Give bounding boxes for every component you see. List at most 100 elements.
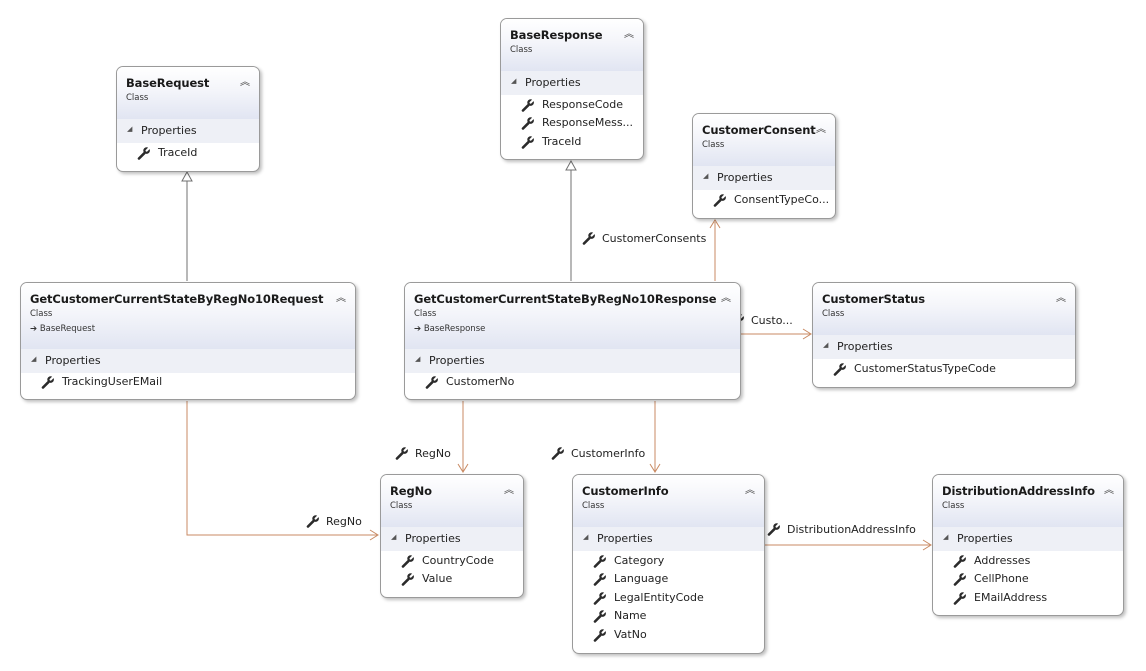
class-stereotype: Class [510, 45, 533, 55]
properties-section-header[interactable]: ◢ Properties [933, 527, 1123, 551]
expand-triangle-icon[interactable]: ◢ [511, 77, 517, 85]
property-row[interactable]: TraceId [117, 145, 259, 164]
property-row[interactable]: EMailAddress [933, 590, 1123, 609]
class-header: CustomerInfo Class ︽ [573, 475, 764, 527]
wrench-icon [395, 446, 409, 460]
class-stereotype: Class [414, 309, 437, 319]
expand-triangle-icon[interactable]: ◢ [31, 355, 37, 363]
properties-section-header[interactable]: ◢ Properties [117, 119, 259, 143]
class-box-base-response[interactable]: BaseResponse Class ︽ ◢ Properties Respon… [500, 18, 644, 160]
property-row[interactable]: Language [573, 571, 764, 590]
properties-section-header[interactable]: ◢ Properties [405, 349, 740, 373]
wrench-icon [582, 231, 596, 245]
properties-section-label: Properties [837, 340, 893, 353]
property-name: CountryCode [422, 554, 494, 567]
property-name: Value [422, 572, 453, 585]
wrench-icon [401, 554, 415, 568]
property-row[interactable]: CountryCode [381, 553, 523, 572]
properties-section-label: Properties [597, 532, 653, 545]
properties-section-header[interactable]: ◢ Properties [501, 71, 643, 95]
association-label-distribution-address-info: DistributionAddressInfo [767, 522, 916, 536]
wrench-icon [767, 522, 781, 536]
property-row[interactable]: ConsentTypeCo... [693, 192, 835, 211]
property-row[interactable]: Addresses [933, 553, 1123, 572]
properties-section-label: Properties [405, 532, 461, 545]
class-box-customer-consent[interactable]: CustomerConsent Class ︽ ◢ Properties Con… [692, 113, 836, 219]
expand-triangle-icon[interactable]: ◢ [703, 172, 709, 180]
property-row[interactable]: Value [381, 571, 523, 590]
wrench-icon [953, 572, 967, 586]
class-box-distribution-address-info[interactable]: DistributionAddressInfo Class ︽ ◢ Proper… [932, 474, 1124, 616]
property-row[interactable]: ResponseCode [501, 97, 643, 116]
collapse-chevron-icon[interactable]: ︽ [721, 293, 731, 304]
expand-triangle-icon[interactable]: ◢ [127, 125, 133, 133]
property-row[interactable]: CustomerNo [405, 374, 740, 393]
class-stereotype: Class [702, 140, 725, 150]
property-name: VatNo [614, 628, 647, 641]
base-class-name: BaseRequest [39, 324, 96, 334]
wrench-icon [551, 446, 565, 460]
property-name: Addresses [974, 554, 1031, 567]
expand-triangle-icon[interactable]: ◢ [583, 533, 589, 541]
collapse-chevron-icon[interactable]: ︽ [504, 485, 514, 496]
expand-triangle-icon[interactable]: ◢ [943, 533, 949, 541]
association-label-customer-info: CustomerInfo [551, 446, 645, 460]
association-arrow-regno-from-response [457, 463, 469, 473]
property-row[interactable]: TrackingUserEMail [21, 374, 355, 393]
class-header: GetCustomerCurrentStateByRegNo10Request … [21, 283, 355, 349]
expand-triangle-icon[interactable]: ◢ [823, 341, 829, 349]
class-stereotype: Class [822, 309, 845, 319]
properties-section-header[interactable]: ◢ Properties [813, 335, 1075, 359]
properties-section-header[interactable]: ◢ Properties [573, 527, 764, 551]
class-box-response[interactable]: GetCustomerCurrentStateByRegNo10Response… [404, 282, 741, 400]
collapse-chevron-icon[interactable]: ︽ [816, 124, 826, 135]
property-name: TraceId [158, 146, 198, 159]
association-arrow-customer-status [802, 328, 812, 340]
property-name: TraceId [542, 135, 582, 148]
property-row[interactable]: TraceId [501, 134, 643, 153]
properties-section-header[interactable]: ◢ Properties [693, 166, 835, 190]
properties-section-label: Properties [141, 124, 197, 137]
association-label-regno-from-response: RegNo [395, 446, 451, 460]
collapse-chevron-icon[interactable]: ︽ [240, 77, 250, 88]
collapse-chevron-icon[interactable]: ︽ [624, 29, 634, 40]
wrench-icon [521, 98, 535, 112]
class-box-customer-status[interactable]: CustomerStatus Class ︽ ◢ Properties Cust… [812, 282, 1076, 388]
class-box-customer-info[interactable]: CustomerInfo Class ︽ ◢ Properties Catego… [572, 474, 765, 654]
association-arrow-regno-from-request [369, 529, 379, 541]
expand-triangle-icon[interactable]: ◢ [391, 533, 397, 541]
property-row[interactable]: VatNo [573, 627, 764, 646]
wrench-icon [306, 514, 320, 528]
property-name: ResponseMess... [542, 116, 634, 129]
expand-triangle-icon[interactable]: ◢ [415, 355, 421, 363]
wrench-icon [521, 135, 535, 149]
collapse-chevron-icon[interactable]: ︽ [336, 293, 346, 304]
property-row[interactable]: ResponseMess... [501, 115, 643, 134]
property-row[interactable]: CellPhone [933, 571, 1123, 590]
property-row[interactable]: LegalEntityCode [573, 590, 764, 609]
class-stereotype: Class [126, 93, 149, 103]
collapse-chevron-icon[interactable]: ︽ [745, 485, 755, 496]
class-box-base-request[interactable]: BaseRequest Class ︽ ◢ Properties TraceId [116, 66, 260, 172]
wrench-icon [593, 609, 607, 623]
inherit-arrow-icon: ➔ [414, 324, 424, 334]
wrench-icon [137, 146, 151, 160]
collapse-chevron-icon[interactable]: ︽ [1056, 293, 1066, 304]
property-row[interactable]: Name [573, 608, 764, 627]
class-name: CustomerStatus [822, 292, 925, 306]
properties-section-header[interactable]: ◢ Properties [21, 349, 355, 373]
property-name: Name [614, 609, 647, 622]
property-row[interactable]: CustomerStatusTypeCode [813, 361, 1075, 380]
properties-section-header[interactable]: ◢ Properties [381, 527, 523, 551]
properties-section-label: Properties [45, 354, 101, 367]
association-text-customer-status: Custo... [751, 314, 793, 327]
association-arrow-customer-consents [709, 219, 721, 229]
class-box-request[interactable]: GetCustomerCurrentStateByRegNo10Request … [20, 282, 356, 400]
class-stereotype: Class [942, 501, 965, 511]
property-name: Language [614, 572, 669, 585]
base-class-name: BaseResponse [423, 324, 486, 334]
property-row[interactable]: Category [573, 553, 764, 572]
class-box-reg-no[interactable]: RegNo Class ︽ ◢ Properties CountryCode V… [380, 474, 524, 598]
collapse-chevron-icon[interactable]: ︽ [1104, 485, 1114, 496]
class-header: CustomerStatus Class ︽ [813, 283, 1075, 335]
